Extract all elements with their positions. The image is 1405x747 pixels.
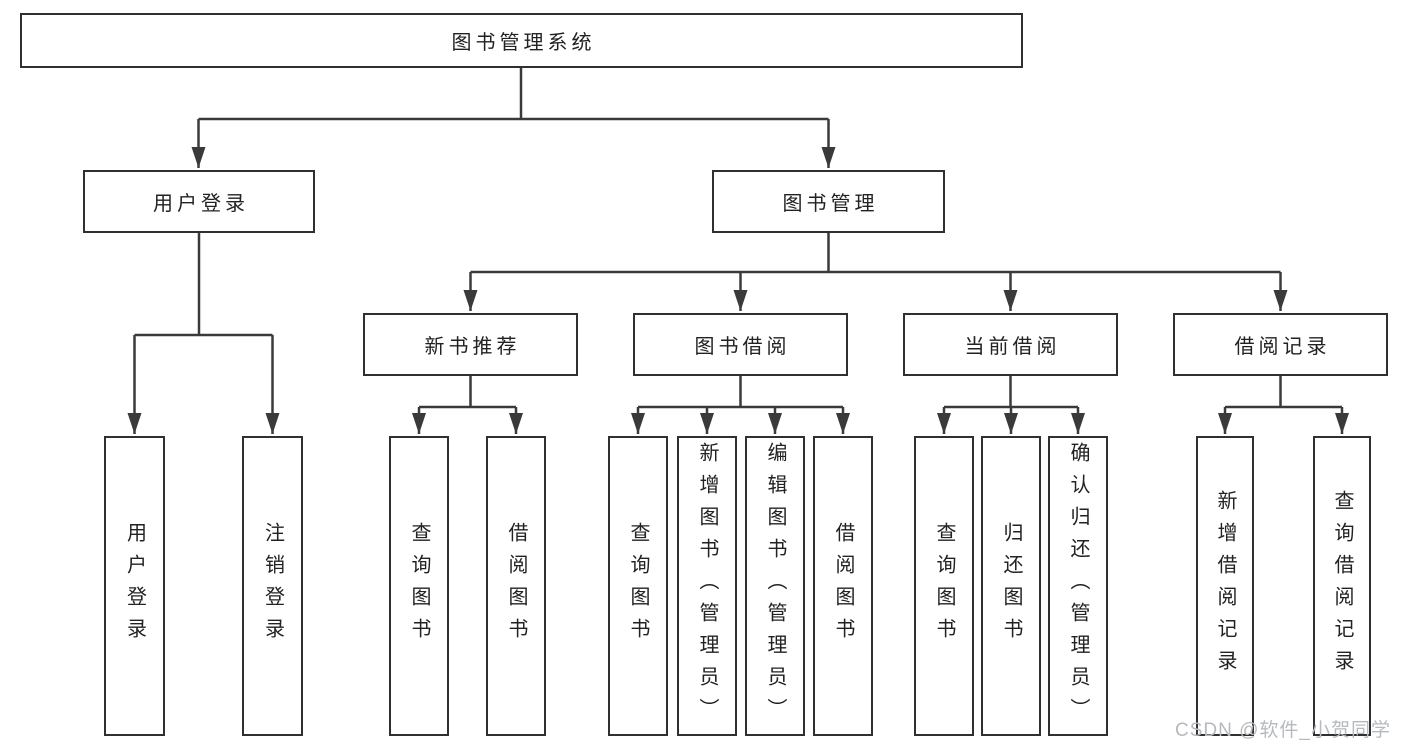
leaf-borrow-edit-books-admin-label: 编辑图书（管理员）	[764, 442, 786, 730]
leaf-current-query-books: 查询图书	[914, 436, 974, 736]
leaf-current-return-books: 归还图书	[981, 436, 1041, 736]
node-borrow-records-label: 借阅记录	[1234, 336, 1331, 358]
node-library-management-system-label: 图书管理系统	[451, 32, 596, 54]
connector-book-management-children	[463, 233, 1288, 311]
leaf-newbook-borrow-books-label: 借阅图书	[505, 522, 527, 650]
leaf-user-login: 用户登录	[104, 436, 165, 736]
leaf-borrow-query-books: 查询图书	[608, 436, 668, 736]
leaf-records-query-record: 查询借阅记录	[1313, 436, 1371, 736]
leaf-borrow-add-books-admin-label: 新增图书（管理员）	[696, 442, 718, 730]
node-user-login-label: 用户登录	[153, 193, 249, 215]
connector-new-book-recommend-children	[412, 376, 523, 434]
connector-borrow-records-children	[1218, 376, 1349, 434]
connector-current-borrow-children	[937, 376, 1085, 434]
leaf-newbook-borrow-books: 借阅图书	[486, 436, 546, 736]
node-borrow-records: 借阅记录	[1173, 313, 1388, 376]
leaf-records-add-record-label: 新增借阅记录	[1214, 490, 1236, 682]
leaf-current-query-books-label: 查询图书	[933, 522, 955, 650]
connector-book-borrow-children	[631, 376, 850, 434]
node-book-management: 图书管理	[712, 170, 945, 233]
node-user-login: 用户登录	[83, 170, 315, 233]
leaf-records-query-record-label: 查询借阅记录	[1331, 490, 1353, 682]
connector-root-to-level2	[191, 68, 836, 168]
leaf-logout: 注销登录	[242, 436, 303, 736]
leaf-current-confirm-return-admin-label: 确认归还（管理员）	[1067, 442, 1089, 730]
node-library-management-system: 图书管理系统	[20, 13, 1023, 68]
node-book-borrow-label: 图书借阅	[694, 336, 791, 358]
leaf-borrow-borrow-books-label: 借阅图书	[832, 522, 854, 650]
node-book-management-label: 图书管理	[782, 193, 879, 215]
leaf-borrow-edit-books-admin: 编辑图书（管理员）	[745, 436, 805, 736]
node-current-borrow-label: 当前借阅	[964, 336, 1061, 358]
node-new-book-recommend: 新书推荐	[363, 313, 578, 376]
node-new-book-recommend-label: 新书推荐	[424, 336, 521, 358]
leaf-logout-label: 注销登录	[261, 522, 284, 650]
leaf-current-return-books-label: 归还图书	[1000, 522, 1022, 650]
leaf-borrow-query-books-label: 查询图书	[627, 522, 649, 650]
csdn-watermark: CSDN @软件_小贺同学	[1175, 720, 1391, 741]
leaf-borrow-borrow-books: 借阅图书	[813, 436, 873, 736]
leaf-user-login-label: 用户登录	[123, 522, 146, 650]
leaf-newbook-query-books-label: 查询图书	[408, 522, 430, 650]
connector-user-login-children	[127, 233, 280, 434]
leaf-newbook-query-books: 查询图书	[389, 436, 449, 736]
node-current-borrow: 当前借阅	[903, 313, 1118, 376]
leaf-borrow-add-books-admin: 新增图书（管理员）	[677, 436, 737, 736]
leaf-records-add-record: 新增借阅记录	[1196, 436, 1254, 736]
node-book-borrow: 图书借阅	[633, 313, 848, 376]
leaf-current-confirm-return-admin: 确认归还（管理员）	[1048, 436, 1108, 736]
